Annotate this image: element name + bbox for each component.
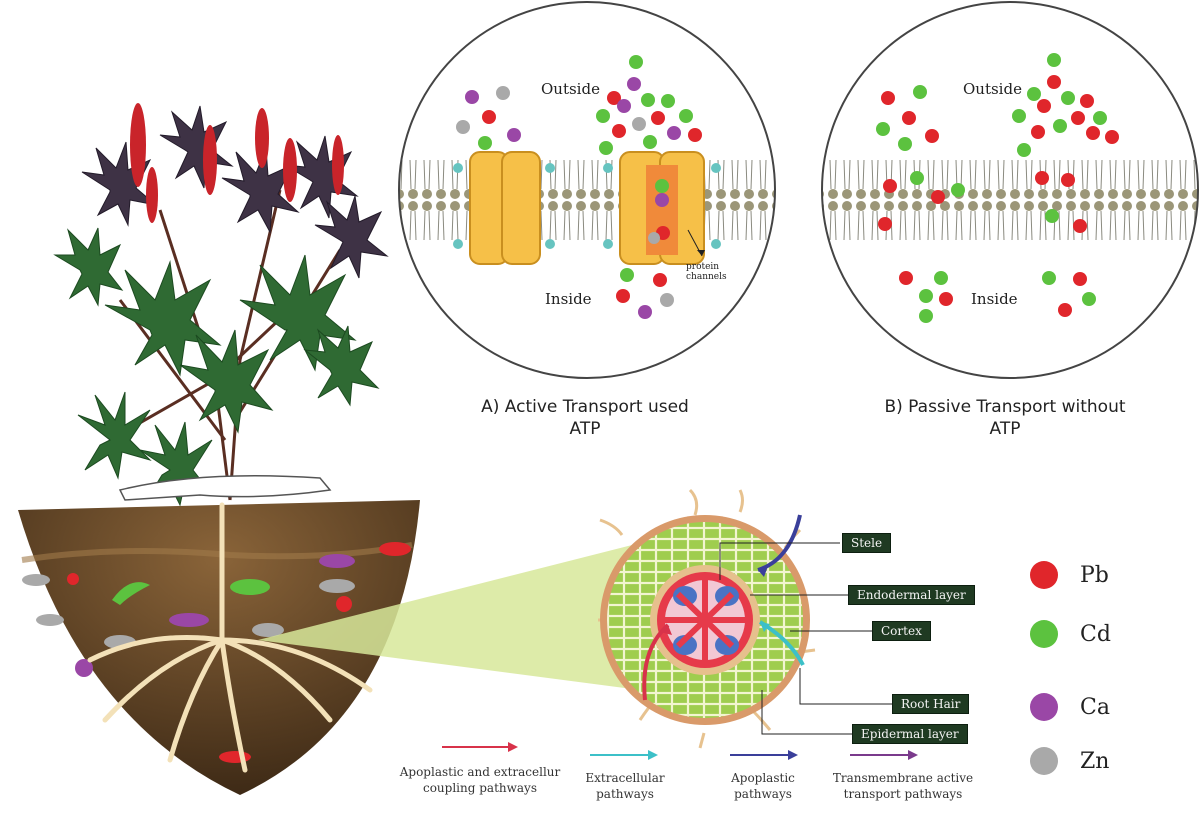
cell-a-outside-label: Outside (541, 80, 600, 98)
cell-a-inside-label: Inside (545, 290, 592, 308)
cell-b-inside-label: Inside (971, 290, 1018, 308)
legend-label-cd: Cd (1080, 621, 1111, 647)
legend-label-ca: Ca (1080, 694, 1110, 720)
cortex-label: Cortex (872, 621, 931, 641)
root-cross-section (598, 488, 892, 749)
legend-item-cd: Cd (1030, 620, 1111, 648)
cell-a-membrane-diagram (398, 1, 776, 379)
pb-dot-icon (1030, 561, 1058, 589)
root-hair-label: Root Hair (892, 694, 970, 714)
zn-dot-icon (1030, 747, 1058, 775)
legend-label-zn: Zn (1080, 748, 1110, 774)
pathway-3-line2: pathways (734, 787, 792, 801)
pathway-1-line2: coupling pathways (422, 781, 537, 795)
cell-a-caption: A) Active Transport used ATP (430, 396, 740, 440)
ca-dot-icon (1030, 693, 1058, 721)
legend-item-ca: Ca (1030, 693, 1110, 721)
cell-b-membrane-diagram (821, 1, 1199, 379)
cell-b-caption-line1: B) Passive Transport without (884, 397, 1126, 417)
pathway-2-line2: pathways (596, 787, 654, 801)
legend-item-pb: Pb (1030, 561, 1109, 589)
cell-a-caption-line2: ATP (569, 419, 601, 439)
pathway-1-line1: Apoplastic and extracellur (399, 765, 561, 779)
soil-cross-section (18, 500, 640, 795)
pathway-label-apoplastic-extracellular: Apoplastic and extracellur coupling path… (385, 764, 575, 796)
pathway-arrows (442, 742, 918, 760)
protein-channels-note: protein channels (686, 262, 727, 282)
cell-b-outside-label: Outside (963, 80, 1022, 98)
pathway-4-line1: Transmembrane active (832, 771, 974, 785)
cd-dot-icon (1030, 620, 1058, 648)
pathway-2-line1: Extracellular (585, 771, 665, 785)
cell-a-caption-line1: A) Active Transport used (481, 397, 689, 417)
legend-label-pb: Pb (1080, 562, 1109, 588)
castor-plant-illustration (53, 103, 389, 507)
epidermal-layer-label: Epidermal layer (852, 724, 968, 744)
protein-note-line1: protein (686, 262, 720, 272)
endodermal-layer-label: Endodermal layer (848, 585, 975, 605)
cell-b-caption: B) Passive Transport without ATP (835, 396, 1175, 440)
pathway-3-line1: Apoplastic (731, 771, 795, 785)
pathway-label-apoplastic: Apoplastic pathways (713, 770, 813, 802)
cell-b-caption-line2: ATP (989, 419, 1021, 439)
pathway-label-transmembrane: Transmembrane active transport pathways (818, 770, 988, 802)
pathway-4-line2: transport pathways (843, 787, 963, 801)
protein-note-line2: channels (686, 272, 727, 282)
stele-label: Stele (842, 533, 892, 553)
legend-item-zn: Zn (1030, 747, 1109, 775)
pathway-label-extracellular: Extracellular pathways (570, 770, 680, 802)
